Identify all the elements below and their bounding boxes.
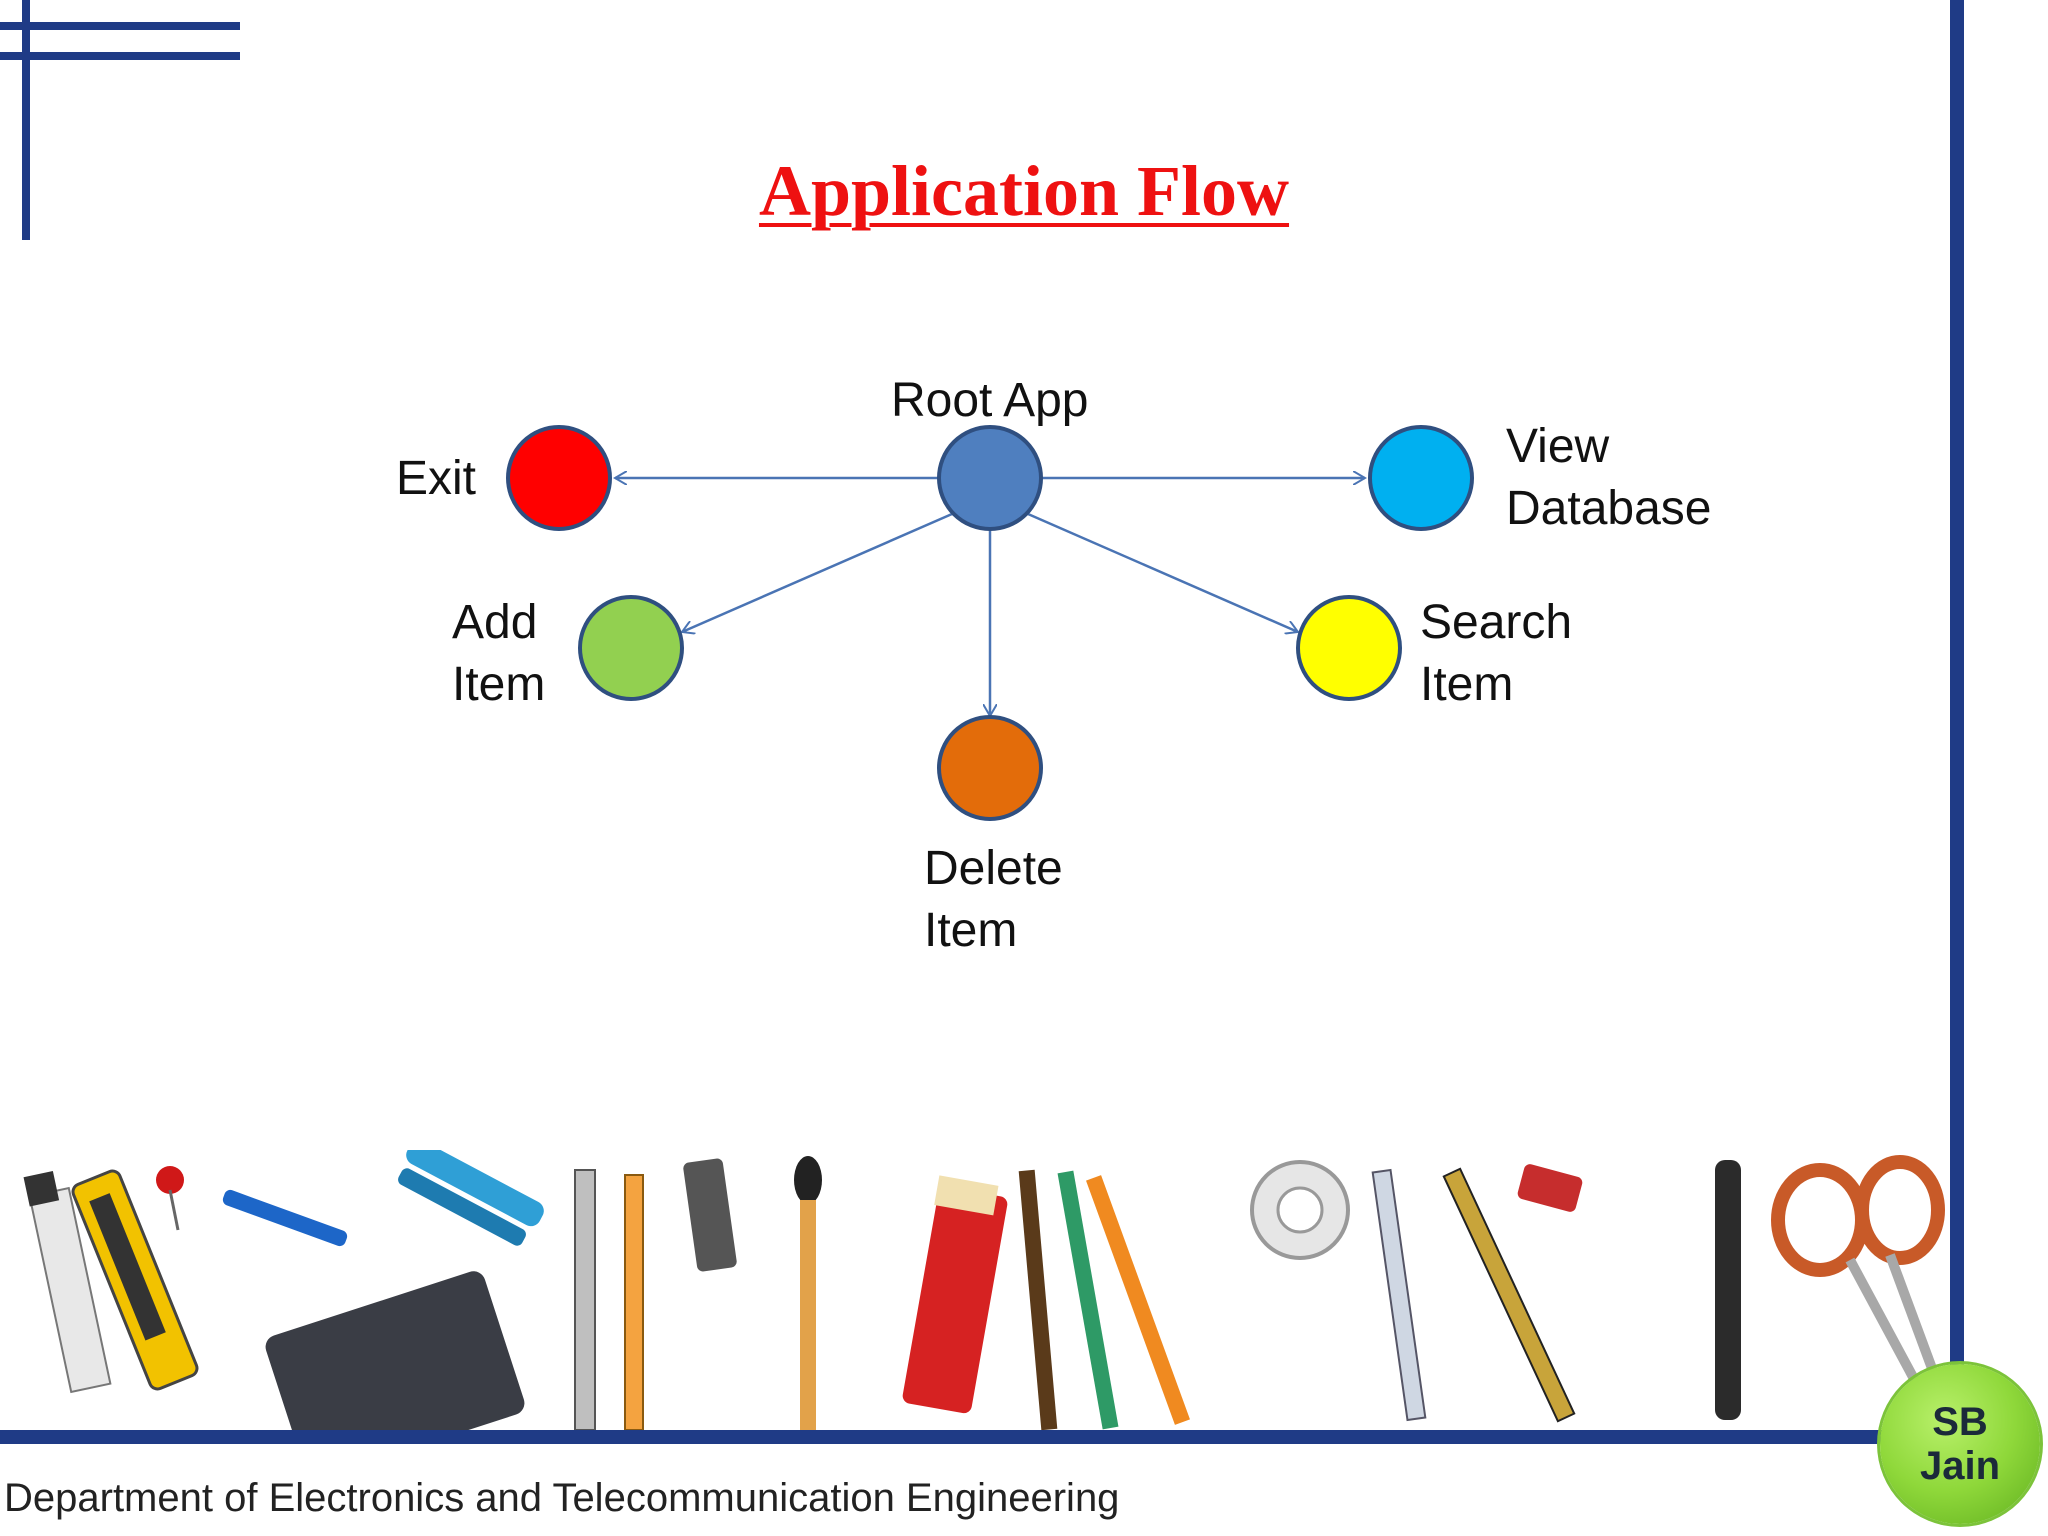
tape-roll-icon	[1250, 1160, 1350, 1260]
node-search	[1296, 595, 1402, 701]
node-view	[1368, 425, 1474, 531]
node-root	[937, 425, 1043, 531]
usb-drive-icon	[683, 1158, 737, 1272]
fine-pen-icon	[1715, 1160, 1741, 1420]
bottom-frame-bar	[0, 1430, 1964, 1444]
right-frame-bar	[1950, 0, 1964, 1440]
node-add	[578, 595, 684, 701]
scissors-icon	[1771, 1155, 1945, 1393]
pencil-icon	[624, 1174, 644, 1430]
sb-jain-logo: SB Jain	[1880, 1364, 2040, 1524]
node-delete	[937, 715, 1043, 821]
corner-line-v	[22, 0, 30, 240]
glue-stick-icon	[902, 1175, 1008, 1414]
edge-root-search	[1027, 512, 1298, 632]
label-root: Root App	[891, 374, 1089, 427]
logo-line1: SB	[1932, 1400, 1988, 1444]
fountain-pen-icon	[574, 1169, 596, 1430]
brush-icon	[794, 1156, 822, 1430]
label-search-line2: Item	[1420, 658, 1514, 711]
label-delete-line2: Item	[924, 904, 1018, 957]
label-search: Search Item	[1420, 592, 1572, 716]
stationery-decoration	[23, 1150, 1945, 1430]
pushpin-icon	[156, 1166, 184, 1231]
label-delete: Delete Item	[924, 838, 1063, 962]
stapler-icon	[398, 1150, 544, 1246]
label-view-line2: Database	[1506, 482, 1712, 535]
slide-title: Application Flow	[758, 151, 1290, 231]
label-view: View Database	[1506, 416, 1711, 540]
marker-icon	[23, 1170, 112, 1394]
label-delete-line1: Delete	[924, 842, 1063, 895]
blue-pen-icon	[222, 1189, 348, 1247]
cutter-icon	[71, 1169, 199, 1391]
corner-line-h2	[0, 52, 240, 60]
logo-line2: Jain	[1919, 1444, 2001, 1488]
edge-root-add	[682, 512, 953, 632]
green-pencil-icon	[1057, 1170, 1119, 1430]
label-exit: Exit	[396, 452, 477, 505]
calculator-icon	[265, 1271, 525, 1430]
orange-pencil-icon	[1086, 1175, 1190, 1425]
label-add-line1: Add	[452, 596, 538, 649]
department-name: Department of Electronics and Telecommun…	[4, 1476, 1120, 1520]
black-pencil-icon	[1442, 1167, 1576, 1423]
brown-brush-icon	[1018, 1169, 1058, 1430]
sharpener-icon	[1517, 1164, 1583, 1212]
corner-line-h1	[0, 22, 240, 30]
ballpoint-pen-icon	[1371, 1168, 1427, 1422]
label-search-line1: Search	[1420, 596, 1573, 649]
node-exit	[506, 425, 612, 531]
label-add: Add Item	[452, 592, 545, 716]
label-view-line1: View	[1506, 420, 1610, 473]
label-add-line2: Item	[452, 658, 546, 711]
